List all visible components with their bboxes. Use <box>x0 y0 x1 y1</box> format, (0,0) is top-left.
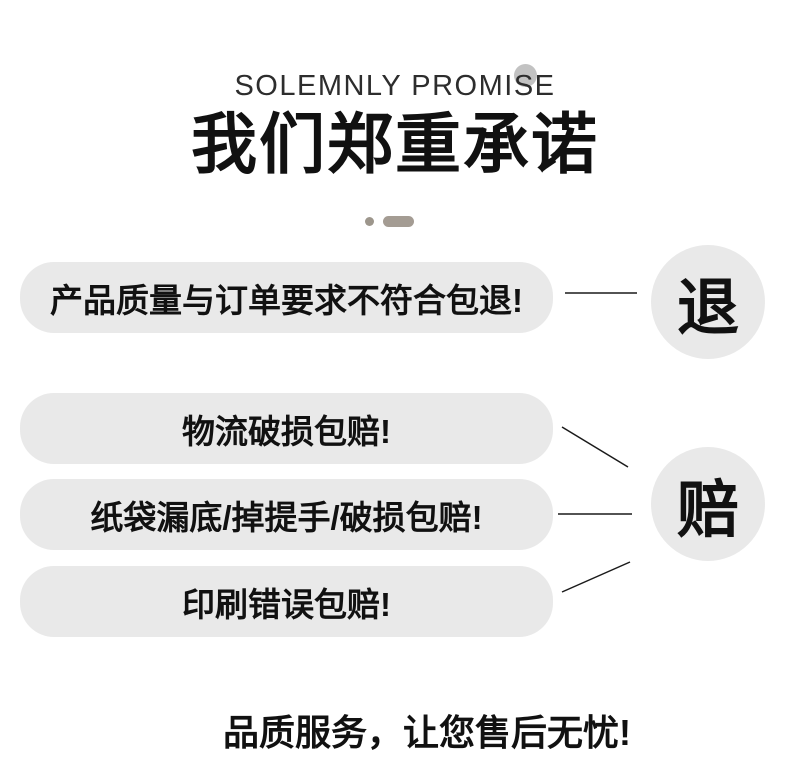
promise-item-label: 产品质量与订单要求不符合包退! <box>50 281 523 319</box>
comp-connector-line-top <box>561 426 629 468</box>
section-subtitle: SOLEMNLY PROMISE <box>234 70 556 102</box>
promise-item-refund: 产品质量与订单要求不符合包退! <box>20 262 553 333</box>
promise-item-print-errors: 印刷错误包赔! <box>20 566 553 637</box>
comp-connector-line-bottom <box>561 561 631 593</box>
divider-dot <box>365 217 374 226</box>
refund-badge: 退 <box>651 245 765 359</box>
footer-slogan: 品质服务，让您售后无忧! <box>223 712 631 753</box>
promise-item-shipping-damage: 物流破损包赔! <box>20 393 553 464</box>
promise-item-label: 纸袋漏底/掉提手/破损包赔! <box>90 498 483 536</box>
promise-item-label: 物流破损包赔! <box>182 412 391 450</box>
subtitle-accent-circle <box>514 64 537 87</box>
compensation-badge-label: 赔 <box>676 476 739 545</box>
promise-item-bag-defects: 纸袋漏底/掉提手/破损包赔! <box>20 479 553 550</box>
divider-bar <box>383 216 414 227</box>
compensation-badge: 赔 <box>651 447 765 561</box>
section-title: 我们郑重承诺 <box>191 107 599 181</box>
promise-item-label: 印刷错误包赔! <box>182 585 391 623</box>
refund-badge-label: 退 <box>676 274 739 343</box>
